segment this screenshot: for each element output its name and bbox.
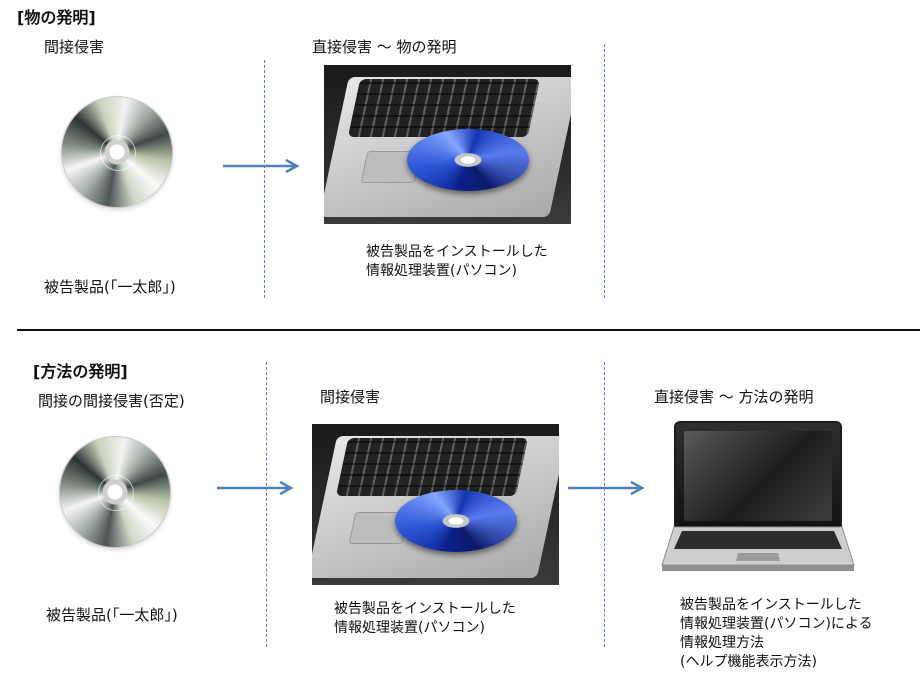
col2-title-method: 間接侵害: [320, 388, 381, 406]
col3-caption-line4-method: (ヘルプ機能表示方法): [680, 654, 817, 670]
dashed-divider: [264, 60, 265, 298]
dashed-divider: [604, 44, 605, 298]
col3-caption-line1-method: 被告製品をインストールした: [680, 597, 862, 613]
col2-caption-line1-product: 被告製品をインストールした: [366, 244, 548, 260]
cd-disc-icon: [61, 96, 173, 208]
col1-title-product: 間接侵害: [44, 38, 105, 56]
arrow-right-icon: [223, 158, 300, 174]
section-heading-method: [方法の発明]: [33, 362, 128, 381]
dashed-divider: [604, 362, 605, 647]
arrow-right-icon: [217, 480, 294, 496]
arrow-right-icon: [568, 480, 645, 496]
col1-caption-method: 被告製品(「一太郎」): [46, 606, 178, 624]
laptop-with-disc-photo: [324, 65, 571, 224]
dashed-divider: [266, 362, 267, 647]
laptop-with-disc-photo: [312, 424, 559, 585]
col1-caption-product: 被告製品(「一太郎」): [44, 278, 176, 296]
col3-title-method: 直接侵害 ～ 方法の発明: [654, 388, 814, 406]
col2-caption-line1-method: 被告製品をインストールした: [334, 601, 516, 617]
col3-caption-line2-method: 情報処理装置(パソコン)による: [680, 616, 873, 632]
section-heading-product: [物の発明]: [17, 8, 96, 27]
col3-caption-line3-method: 情報処理方法: [680, 635, 764, 651]
col2-title-product: 直接侵害 ～ 物の発明: [312, 38, 457, 56]
col1-title-method: 間接の間接侵害(否定): [38, 392, 185, 410]
section-separator: [17, 329, 920, 331]
cd-disc-icon: [59, 436, 171, 548]
col2-caption-line2-product: 情報処理装置(パソコン): [366, 263, 517, 279]
col2-caption-line2-method: 情報処理装置(パソコン): [334, 620, 485, 636]
